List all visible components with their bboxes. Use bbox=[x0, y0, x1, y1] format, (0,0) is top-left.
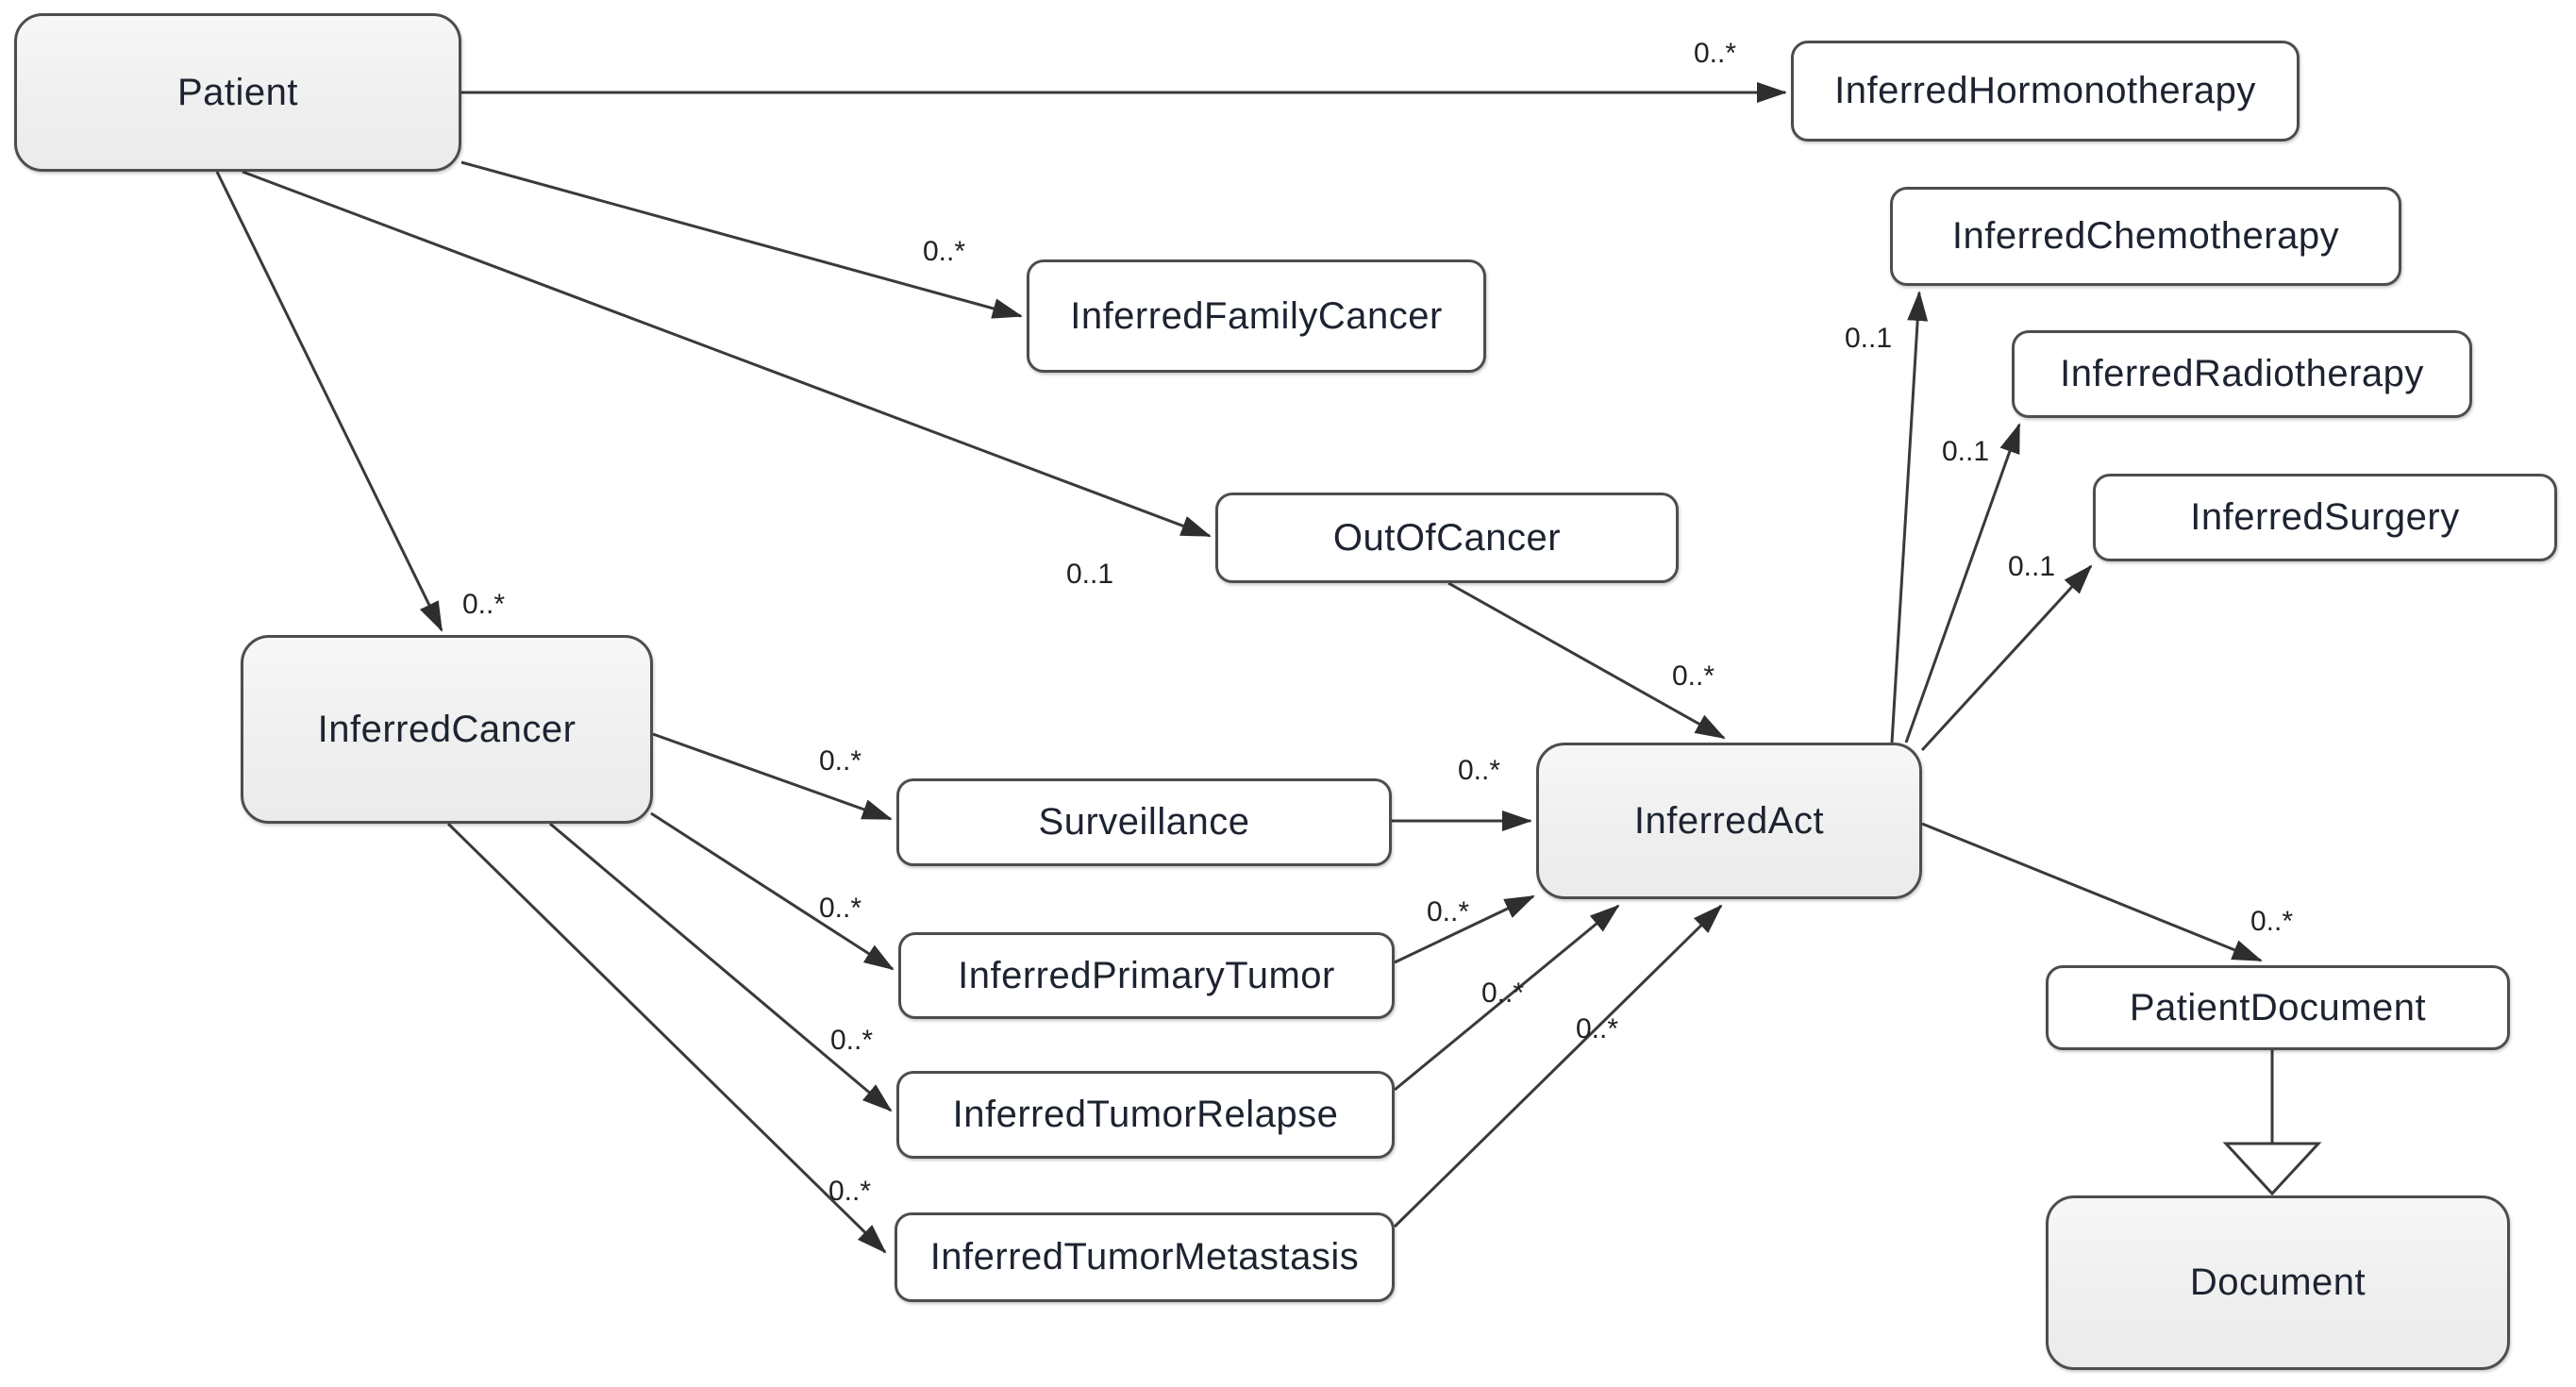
patientDocument-label: PatientDocument bbox=[2129, 986, 2427, 1028]
multiplicity-inferredCancer-surveillance: 0..* bbox=[819, 745, 862, 777]
edge-patient-inferredCancer bbox=[215, 171, 443, 632]
multiplicity-surveillance-inferredAct: 0..* bbox=[1458, 755, 1501, 786]
multiplicity-inferredAct-patientDocument: 0..* bbox=[2250, 906, 2294, 937]
edge-patient-inferredFamilyCancer bbox=[460, 160, 1023, 319]
document-label: Document bbox=[2189, 1262, 2367, 1303]
patient-label: Patient bbox=[176, 71, 299, 113]
edge-inferredAct-patientDocument bbox=[1921, 822, 2263, 962]
inferredHormonotherapy-label: InferredHormonotherapy bbox=[1834, 70, 2256, 111]
outOfCancer-label: OutOfCancer bbox=[1332, 516, 1562, 559]
node-patient: Patient bbox=[14, 13, 461, 172]
edge-inferredPrimaryTumor-inferredAct bbox=[1394, 894, 1535, 964]
multiplicity-patient-inferredCancer: 0..* bbox=[462, 589, 506, 620]
inferredCancer-label: InferredCancer bbox=[317, 708, 577, 750]
edge-inferredTumorMetastasis-inferredAct bbox=[1393, 904, 1723, 1228]
multiplicity-inferredAct-inferredChemotherapy: 0..1 bbox=[1845, 323, 1893, 354]
node-document: Document bbox=[2046, 1195, 2510, 1370]
node-inferredTumorMetastasis: InferredTumorMetastasis bbox=[895, 1212, 1395, 1302]
surveillance-label: Surveillance bbox=[1038, 801, 1250, 843]
edge-inferredCancer-surveillance bbox=[652, 732, 893, 821]
edge-inferredCancer-inferredTumorRelapse bbox=[549, 822, 893, 1112]
node-inferredHormonotherapy: InferredHormonotherapy bbox=[1791, 41, 2300, 142]
multiplicity-outOfCancer-inferredAct: 0..* bbox=[1672, 660, 1715, 692]
multiplicity-inferredAct-inferredRadiotherapy: 0..1 bbox=[1942, 436, 1990, 467]
inferredFamilyCancer-label: InferredFamilyCancer bbox=[1070, 294, 1443, 337]
multiplicity-inferredPrimaryTumor-inferredAct: 0..* bbox=[1427, 896, 1470, 927]
node-inferredTumorRelapse: InferredTumorRelapse bbox=[896, 1071, 1395, 1159]
inferredTumorMetastasis-label: InferredTumorMetastasis bbox=[929, 1236, 1360, 1278]
inferredSurgery-label: InferredSurgery bbox=[2190, 496, 2460, 538]
node-inferredChemotherapy: InferredChemotherapy bbox=[1890, 187, 2401, 286]
node-surveillance: Surveillance bbox=[896, 778, 1392, 866]
edge-inferredAct-inferredSurgery bbox=[1920, 564, 2093, 752]
multiplicity-inferredAct-inferredSurgery: 0..1 bbox=[2008, 551, 2056, 582]
edge-inferredTumorRelapse-inferredAct bbox=[1394, 904, 1620, 1092]
multiplicity-inferredCancer-inferredTumorRelapse: 0..* bbox=[830, 1025, 874, 1056]
inferredRadiotherapy-label: InferredRadiotherapy bbox=[2060, 353, 2424, 394]
node-inferredCancer: InferredCancer bbox=[241, 635, 653, 824]
inferredPrimaryTumor-label: InferredPrimaryTumor bbox=[958, 954, 1335, 996]
node-inferredPrimaryTumor: InferredPrimaryTumor bbox=[898, 932, 1395, 1019]
edge-inferredCancer-inferredTumorMetastasis bbox=[446, 822, 887, 1254]
multiplicity-patient-outOfCancer: 0..1 bbox=[1066, 559, 1114, 590]
multiplicity-inferredTumorRelapse-inferredAct: 0..* bbox=[1481, 978, 1525, 1009]
inferredAct-label: InferredAct bbox=[1633, 799, 1825, 842]
multiplicity-inferredCancer-inferredTumorMetastasis: 0..* bbox=[828, 1176, 872, 1207]
node-patientDocument: PatientDocument bbox=[2046, 965, 2510, 1050]
inferredTumorRelapse-label: InferredTumorRelapse bbox=[952, 1094, 1339, 1135]
generalization-hollow-arrowhead bbox=[2222, 1142, 2322, 1196]
inferredChemotherapy-label: InferredChemotherapy bbox=[1951, 215, 2340, 257]
node-inferredFamilyCancer: InferredFamilyCancer bbox=[1027, 259, 1486, 373]
multiplicity-patient-inferredFamilyCancer: 0..* bbox=[923, 236, 966, 267]
node-inferredAct: InferredAct bbox=[1536, 743, 1922, 899]
edge-outOfCancer-inferredAct bbox=[1447, 581, 1726, 740]
edge-patient-outOfCancer bbox=[242, 170, 1212, 538]
multiplicity-patient-inferredHormonotherapy: 0..* bbox=[1694, 38, 1737, 69]
node-inferredRadiotherapy: InferredRadiotherapy bbox=[2012, 330, 2472, 418]
edge-inferredAct-inferredRadiotherapy bbox=[1904, 423, 2021, 744]
node-inferredSurgery: InferredSurgery bbox=[2093, 474, 2557, 561]
edge-inferredAct-inferredChemotherapy bbox=[1890, 291, 1929, 744]
multiplicity-inferredCancer-inferredPrimaryTumor: 0..* bbox=[819, 893, 862, 924]
edge-inferredCancer-inferredPrimaryTumor bbox=[650, 811, 895, 971]
multiplicity-inferredTumorMetastasis-inferredAct: 0..* bbox=[1576, 1013, 1619, 1044]
node-outOfCancer: OutOfCancer bbox=[1215, 493, 1679, 583]
